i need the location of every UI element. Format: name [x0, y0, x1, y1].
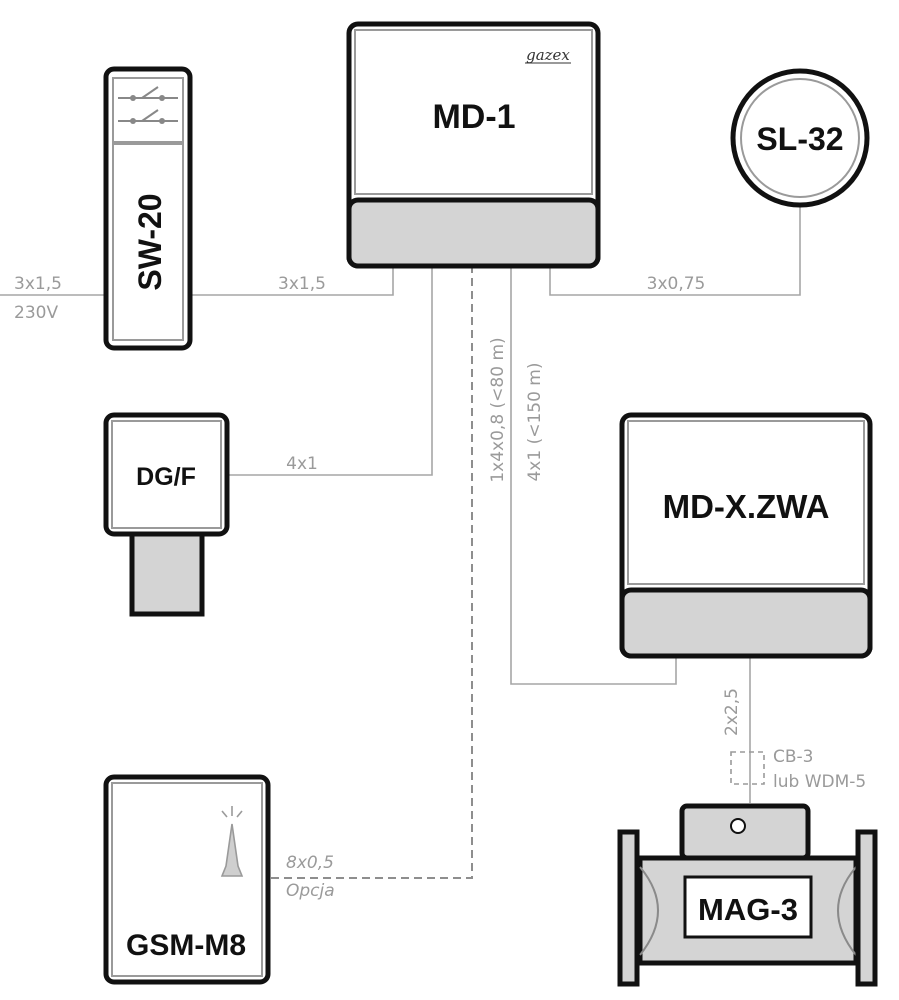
cb3-junction-box — [730, 751, 765, 785]
gsm-device: GSM-M8 — [103, 774, 271, 985]
md1-device: gazex MD-1 — [346, 21, 601, 269]
cable-mains-voltage: 230V — [14, 303, 58, 323]
sw20-device: SW-20 — [103, 66, 193, 351]
mag3-label: MAG-3 — [698, 892, 798, 927]
md1-brand: gazex — [526, 46, 570, 64]
switch-icon — [118, 86, 178, 122]
cable-gsm-option: Opcja — [286, 881, 335, 901]
mag3-indicator-dot — [730, 818, 746, 834]
cb3-label: CB-3 — [773, 747, 813, 767]
dgf-label: DG/F — [136, 463, 196, 491]
mdx-device: MD-X.ZWA — [619, 412, 873, 659]
sw20-label: SW-20 — [132, 193, 168, 290]
wire-md1-to-gsm-optional — [268, 265, 473, 879]
wdm5-label: lub WDM-5 — [773, 772, 866, 792]
cable-gsm-label: 8x0,5 — [286, 853, 334, 873]
wires — [0, 205, 801, 879]
wire-md1-to-sl32 — [549, 205, 801, 296]
antenna-icon — [220, 806, 244, 877]
md1-label: MD-1 — [432, 98, 515, 136]
cable-md1-mdx-label: 4x1 (<150 m) — [525, 362, 545, 481]
sl32-device: SL-32 — [730, 68, 870, 208]
mag3-device: MAG-3 — [617, 803, 878, 987]
gsm-label: GSM-M8 — [126, 929, 246, 962]
cable-mains-label: 3x1,5 — [14, 274, 62, 294]
cable-mdx-mag3-label: 2x2,5 — [722, 688, 742, 736]
wire-sw20-to-md1 — [190, 265, 394, 296]
sl32-label: SL-32 — [756, 121, 843, 157]
wire-md1-to-mdx — [510, 265, 677, 685]
cable-sw20-md1-label: 3x1,5 — [278, 274, 326, 294]
cable-labels: 3x1,5 230V 3x1,5 3x0,75 4x1 1x4x0,8 (<80… — [14, 274, 866, 901]
cable-md1-sl32-label: 3x0,75 — [647, 274, 706, 294]
mdx-label: MD-X.ZWA — [663, 488, 830, 525]
cable-md1-gsm-label: 1x4x0,8 (<80 m) — [488, 337, 508, 482]
wire-dgf-to-md1 — [227, 265, 433, 476]
cable-dgf-md1-label: 4x1 — [286, 454, 318, 474]
dgf-device: DG/F — [103, 412, 230, 617]
